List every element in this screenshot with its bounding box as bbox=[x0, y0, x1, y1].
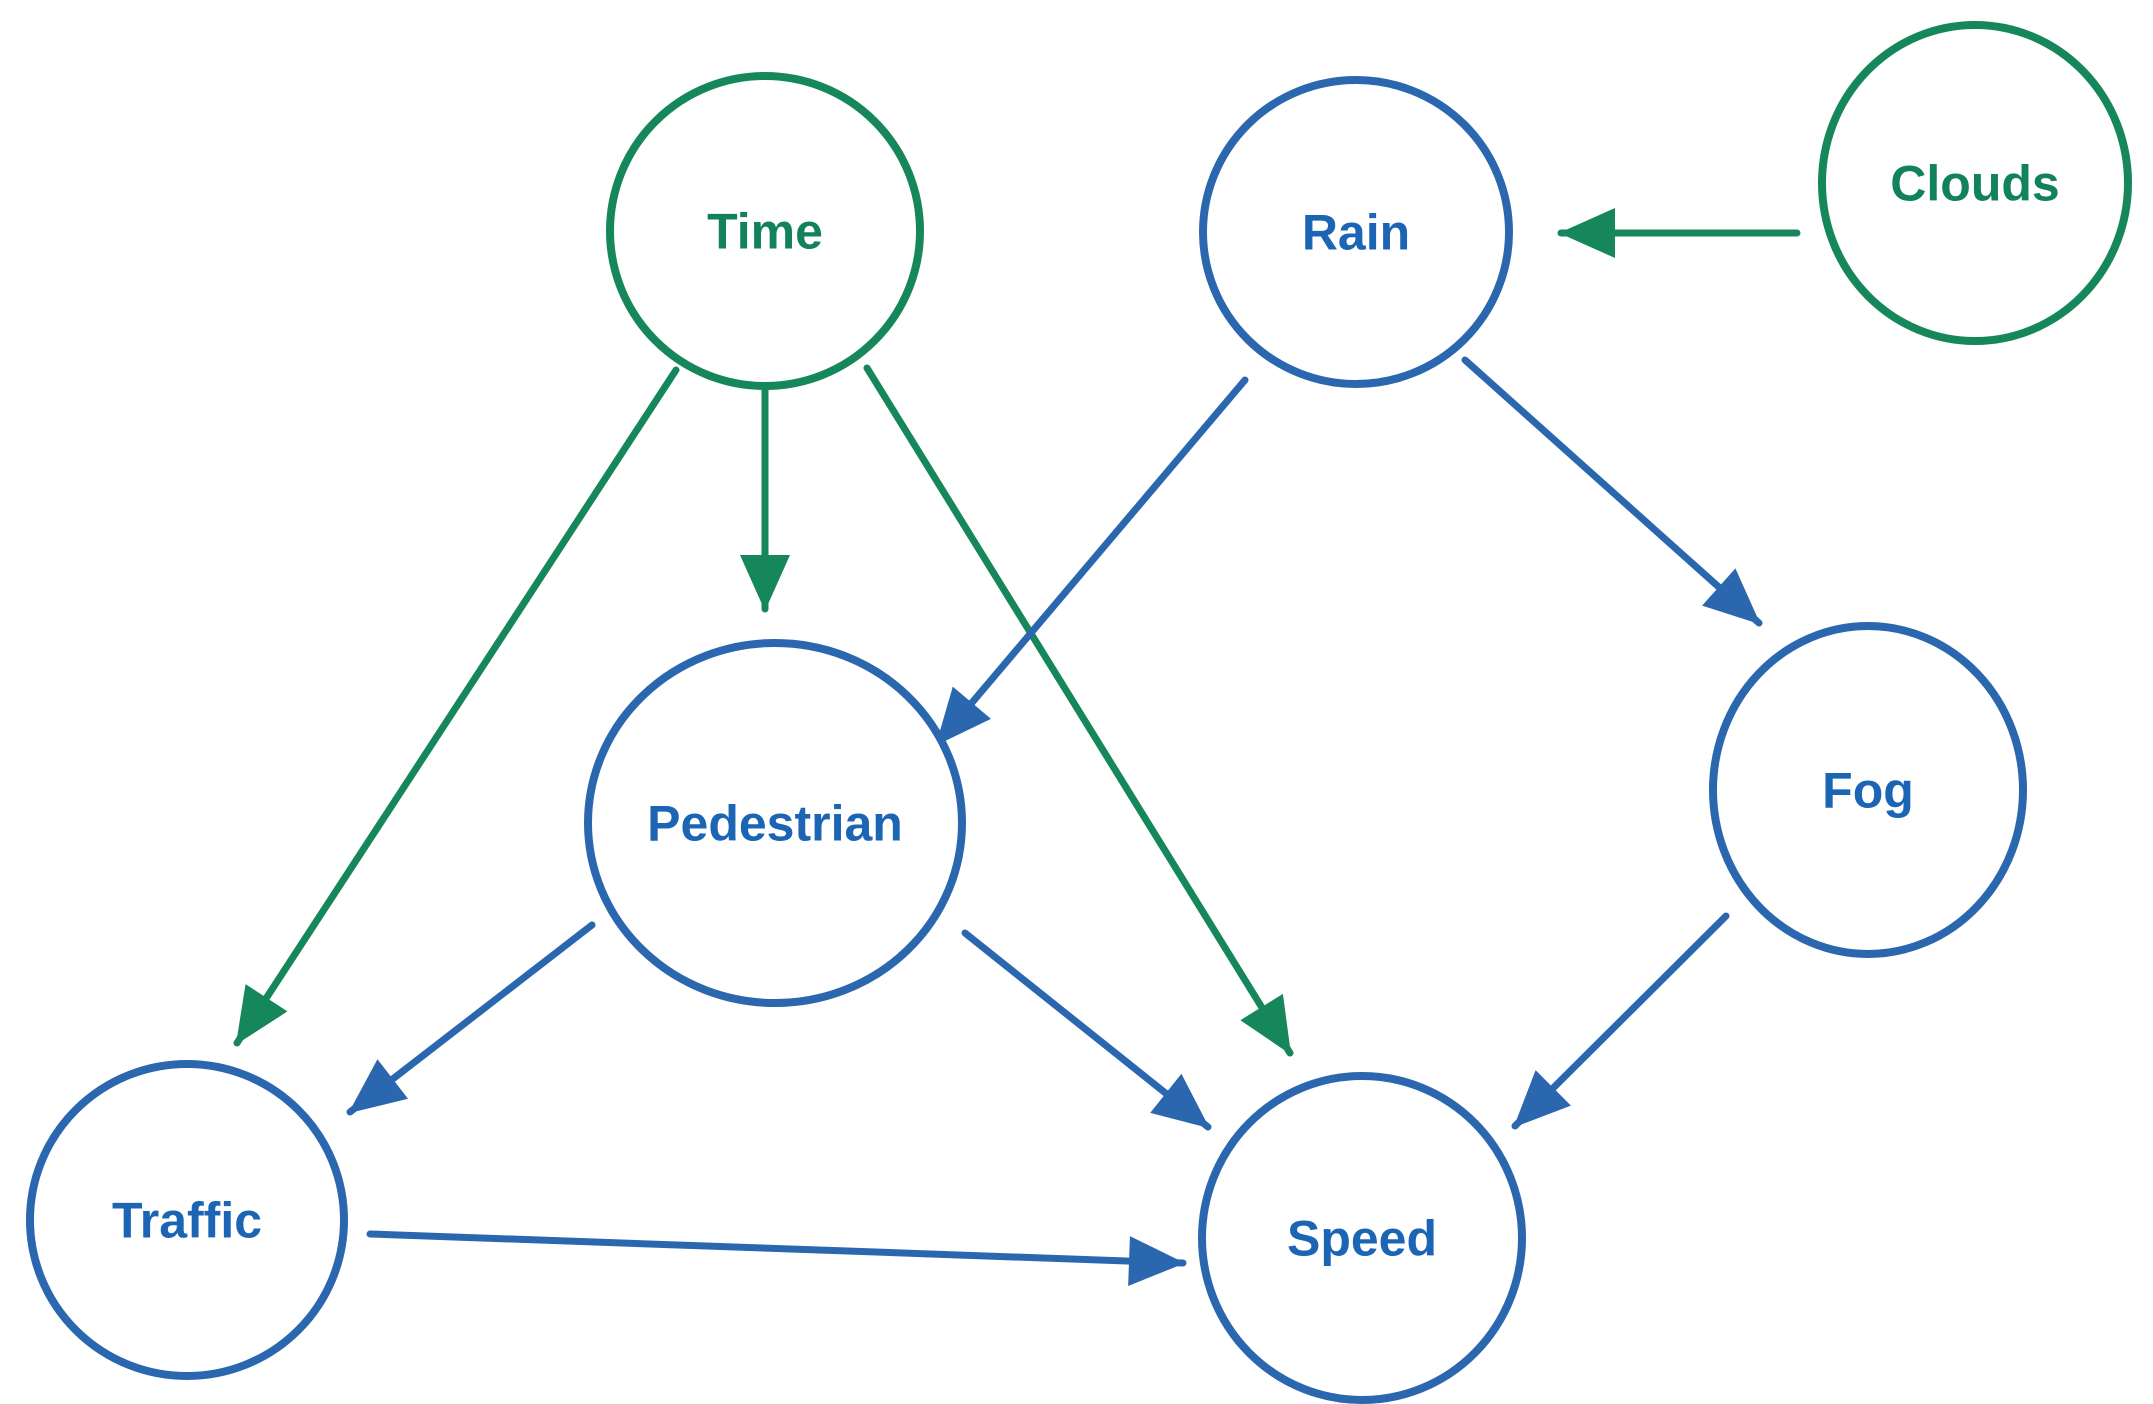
node-speed: Speed bbox=[1198, 1072, 1526, 1404]
node-pedestrian-label: Pedestrian bbox=[647, 796, 903, 852]
node-traffic-label: Traffic bbox=[112, 1193, 262, 1249]
edge-rain-to-pedestrian-arrow bbox=[933, 376, 1249, 748]
edge-fog-to-speed-arrow bbox=[1511, 912, 1730, 1130]
node-traffic-circle bbox=[26, 1060, 348, 1380]
edge-time-to-speed-arrow bbox=[863, 364, 1294, 1057]
edge-time-to-traffic-arrow bbox=[233, 366, 680, 1047]
node-traffic: Traffic bbox=[26, 1060, 348, 1380]
node-rain-label: Rain bbox=[1302, 205, 1410, 261]
edge-pedestrian-to-traffic-arrow bbox=[346, 921, 596, 1116]
edges-layer bbox=[233, 208, 1801, 1287]
node-rain-circle bbox=[1199, 76, 1513, 388]
node-time-circle bbox=[606, 72, 924, 390]
node-clouds-label: Clouds bbox=[1890, 156, 2059, 212]
edge-pedestrian-to-speed-arrow bbox=[961, 929, 1212, 1131]
node-clouds: Clouds bbox=[1818, 21, 2132, 345]
node-clouds-circle bbox=[1818, 21, 2132, 345]
node-pedestrian-circle bbox=[584, 639, 966, 1007]
node-time-label: Time bbox=[707, 204, 823, 260]
node-speed-label: Speed bbox=[1287, 1211, 1437, 1267]
edge-traffic-to-speed-arrow bbox=[366, 1230, 1187, 1287]
node-fog-circle bbox=[1709, 622, 2027, 958]
node-fog: Fog bbox=[1709, 622, 2027, 958]
node-time: Time bbox=[606, 72, 924, 390]
node-fog-label: Fog bbox=[1822, 763, 1914, 819]
node-pedestrian: Pedestrian bbox=[584, 639, 966, 1007]
edge-rain-to-fog-arrow bbox=[1461, 356, 1763, 627]
node-speed-circle bbox=[1198, 1072, 1526, 1404]
node-rain: Rain bbox=[1199, 76, 1513, 388]
